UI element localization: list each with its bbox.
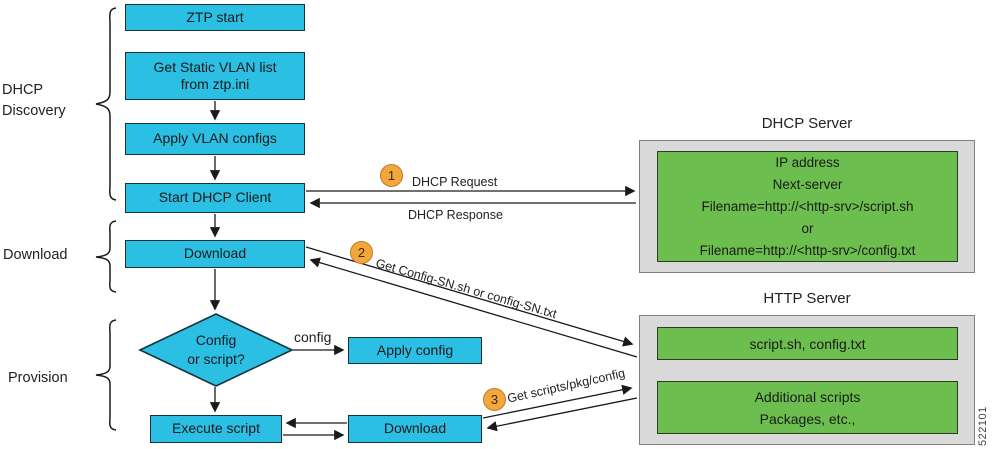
stage-label-dhcp-discovery: DHCP Discovery	[2, 82, 66, 120]
http-server-files: script.sh, config.txt	[657, 327, 958, 360]
process-execute-script: Execute script	[150, 415, 282, 443]
config-branch-label: config	[294, 329, 332, 345]
process-apply-config: Apply config	[348, 337, 482, 364]
dhcp-server-title: DHCP Server	[761, 115, 853, 132]
step-badge-1: 1	[380, 164, 403, 187]
process-get-vlan-list: Get Static VLAN list from ztp.ini	[125, 52, 305, 100]
label-dhcp-request: DHCP Request	[412, 175, 498, 189]
step-badge-3: 3	[483, 388, 506, 411]
figure-id: 522101	[977, 406, 989, 446]
process-ztp-start: ZTP start	[125, 4, 305, 31]
process-apply-vlan-configs: Apply VLAN configs	[125, 123, 305, 155]
brace-provision	[95, 319, 117, 431]
process-download: Download	[125, 240, 305, 268]
stage-label-download: Download	[3, 247, 68, 263]
label-dhcp-response: DHCP Response	[408, 208, 503, 222]
process-start-dhcp-client: Start DHCP Client	[125, 183, 305, 213]
brace-dhcp-discovery	[95, 7, 117, 201]
brace-download	[95, 220, 117, 293]
http-server-title: HTTP Server	[763, 290, 851, 307]
process-download-secondary: Download	[348, 415, 482, 443]
http-server-additional: Additional scripts Packages, etc.,	[657, 381, 958, 434]
decision-label: Config or script?	[187, 332, 245, 367]
arrow-http-to-download2	[486, 397, 638, 432]
step-badge-2: 2	[350, 241, 373, 264]
stage-label-provision: Provision	[8, 370, 68, 386]
dhcp-server-details: IP address Next-server Filename=http://<…	[657, 151, 958, 262]
arrow-http-to-download	[309, 257, 638, 358]
decision-diamond	[138, 313, 294, 387]
arrow-download2-to-http	[482, 384, 633, 419]
